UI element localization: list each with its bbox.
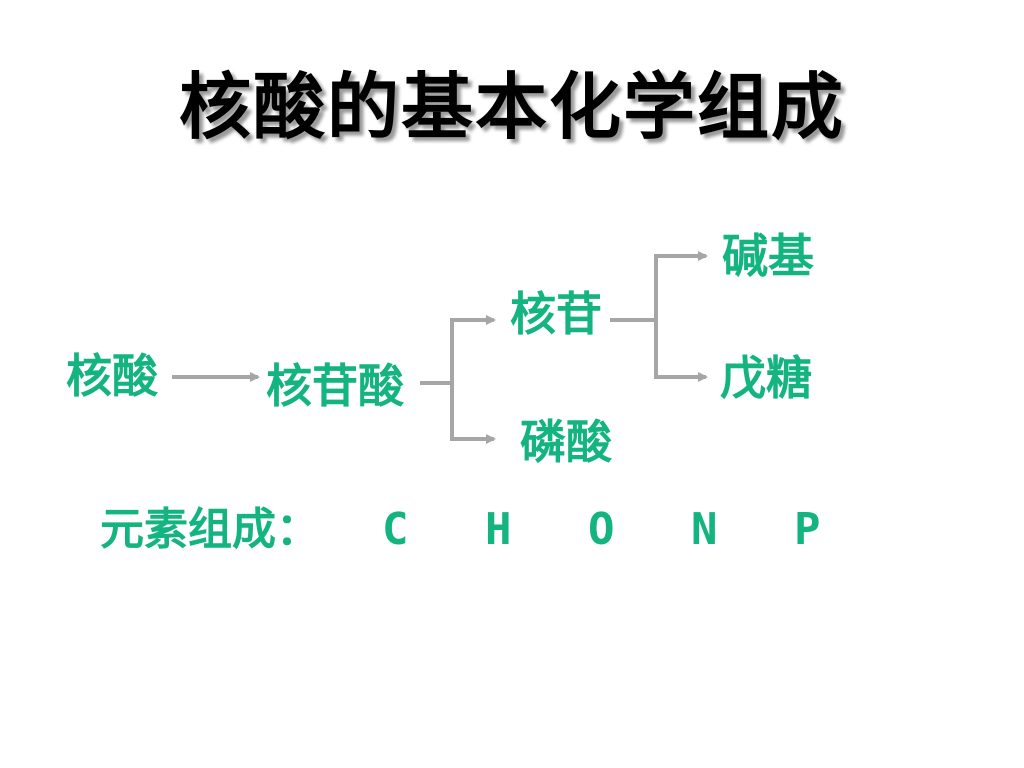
slide-title: 核酸的基本化学组成 — [178, 65, 845, 149]
bracket-nucleoside — [654, 254, 705, 379]
node-nucleotide: 核苷酸 — [266, 359, 404, 413]
element-composition-label: 元素组成： — [100, 504, 320, 555]
node-pentose: 戊糖 — [720, 351, 812, 405]
element-symbol: P — [794, 504, 821, 555]
element-symbol: N — [691, 504, 718, 555]
node-base: 碱基 — [722, 229, 814, 283]
element-symbol: O — [588, 504, 615, 555]
node-nucleic-acid: 核酸 — [66, 349, 158, 403]
bracket-nucleotide — [450, 318, 493, 441]
node-phosphate: 磷酸 — [520, 415, 612, 469]
element-symbol: H — [485, 504, 512, 555]
node-nucleoside: 核苷 — [510, 287, 602, 341]
element-symbol: C — [382, 504, 409, 555]
